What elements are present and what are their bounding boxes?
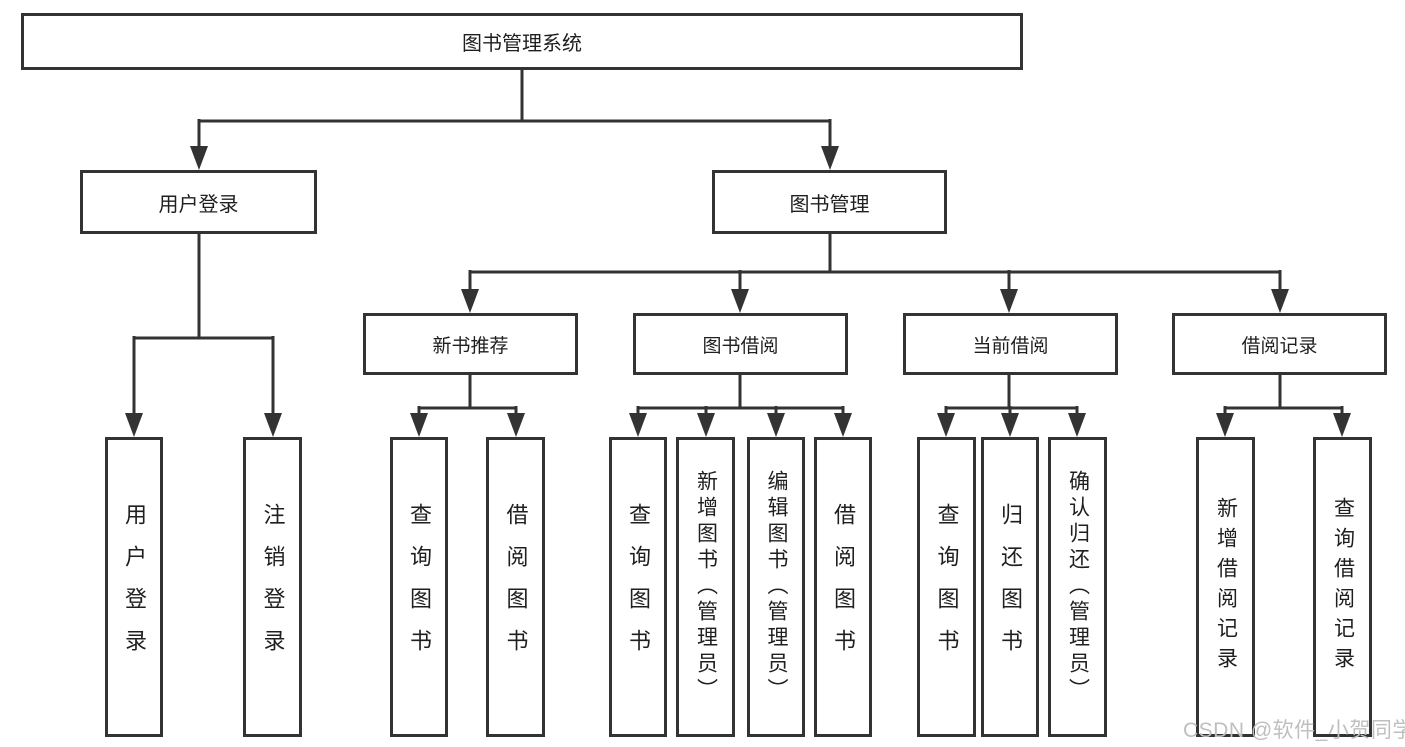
- node-leaf-query-borrow-record: 查询借阅记录: [1313, 437, 1372, 737]
- node-leaf-borrow-books-recommend-label: 借阅图书: [503, 503, 529, 671]
- node-leaf-confirm-return-admin: 确认归还（管理员）: [1048, 437, 1107, 737]
- node-leaf-add-book-admin-label: 新增图书（管理员）: [694, 470, 718, 704]
- node-leaf-user-login: 用户登录: [105, 437, 163, 737]
- node-leaf-logout: 注销登录: [243, 437, 302, 737]
- node-leaf-user-login-label: 用户登录: [122, 503, 147, 671]
- node-leaf-borrow-books-borrowing: 借阅图书: [814, 437, 872, 737]
- node-leaf-query-books-current: 查询图书: [917, 437, 976, 737]
- node-leaf-borrow-books-borrowing-label: 借阅图书: [831, 503, 856, 671]
- node-leaf-add-book-admin: 新增图书（管理员）: [676, 437, 735, 737]
- node-leaf-edit-book-admin-label: 编辑图书（管理员）: [765, 470, 788, 704]
- node-borrow-records: 借阅记录: [1172, 313, 1387, 375]
- node-leaf-edit-book-admin: 编辑图书（管理员）: [747, 437, 805, 737]
- node-leaf-return-book: 归还图书: [981, 437, 1039, 737]
- node-leaf-query-borrow-record-label: 查询借阅记录: [1331, 497, 1355, 677]
- node-leaf-query-books-recommend: 查询图书: [390, 437, 448, 737]
- node-leaf-query-books-borrowing-label: 查询图书: [626, 503, 651, 671]
- node-leaf-query-books-borrowing: 查询图书: [609, 437, 667, 737]
- node-book-management: 图书管理: [712, 170, 947, 234]
- node-root-label: 图书管理系统: [462, 33, 582, 55]
- node-current-borrowing: 当前借阅: [903, 313, 1118, 375]
- node-new-book-recommend-label: 新书推荐: [432, 335, 509, 357]
- node-user-login: 用户登录: [80, 170, 317, 234]
- node-current-borrowing-label: 当前借阅: [972, 335, 1049, 357]
- node-new-book-recommend: 新书推荐: [363, 313, 578, 375]
- node-book-borrowing-label: 图书借阅: [702, 335, 779, 357]
- node-book-borrowing: 图书借阅: [633, 313, 848, 375]
- node-leaf-confirm-return-admin-label: 确认归还（管理员）: [1066, 470, 1090, 704]
- node-leaf-add-borrow-record-label: 新增借阅记录: [1214, 497, 1238, 677]
- node-leaf-return-book-label: 归还图书: [998, 503, 1023, 671]
- node-leaf-query-books-current-label: 查询图书: [934, 503, 960, 671]
- node-leaf-add-borrow-record: 新增借阅记录: [1196, 437, 1255, 737]
- node-leaf-logout-label: 注销登录: [260, 503, 286, 671]
- node-leaf-borrow-books-recommend: 借阅图书: [486, 437, 545, 737]
- node-book-management-label: 图书管理: [789, 193, 870, 216]
- node-root: 图书管理系统: [21, 13, 1023, 70]
- csdn-watermark: CSDN @软件_小贺同学: [1183, 719, 1405, 742]
- node-leaf-query-books-recommend-label: 查询图书: [407, 503, 432, 671]
- node-user-login-label: 用户登录: [158, 193, 239, 216]
- node-borrow-records-label: 借阅记录: [1241, 335, 1318, 357]
